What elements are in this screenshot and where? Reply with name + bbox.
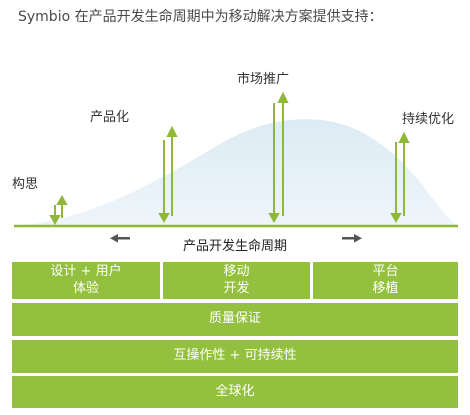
phase-block-porting: 平台 移植 <box>313 262 458 299</box>
stage-label-ideation: 构思 <box>12 177 39 192</box>
stage-arrows-ideation <box>49 194 68 226</box>
lifecycle-diagram <box>14 91 458 243</box>
stage-arrows-optimization <box>390 131 410 224</box>
stage-label-marketing: 市场推广 <box>237 72 290 87</box>
layer-interoperability: 互操作性 + 可持续性 <box>12 340 458 373</box>
stage-arrows-productization <box>158 125 178 224</box>
layer-quality-assurance: 质量保证 <box>12 303 458 336</box>
stage-label-optimization: 持续优化 <box>402 112 455 127</box>
phase-block-development: 移动 开发 <box>163 262 310 299</box>
left-arrow-icon <box>110 234 130 243</box>
page-title: Symbio 在产品开发生命周期中为移动解决方案提供支持： <box>18 9 383 25</box>
axis-label: 产品开发生命周期 <box>182 239 287 254</box>
stage-label-productization: 产品化 <box>90 110 130 125</box>
right-arrow-icon <box>342 234 362 243</box>
phase-block-design: 设计 + 用户 体验 <box>12 262 160 299</box>
layer-globalization: 全球化 <box>12 376 458 408</box>
lifecycle-curve <box>14 119 458 226</box>
stage-arrows-marketing <box>268 91 289 224</box>
